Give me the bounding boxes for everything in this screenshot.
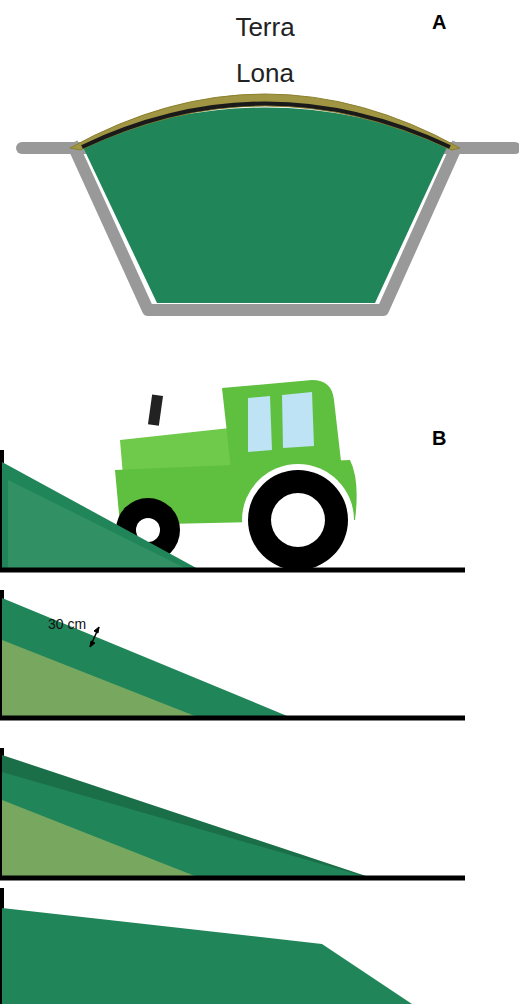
tarp [82, 104, 450, 148]
dimension-label: 30 cm [48, 617, 86, 631]
panel-letter: A [432, 12, 446, 32]
silage-mass [82, 108, 448, 304]
soil-layer [70, 94, 460, 150]
panel-letter: B [432, 428, 446, 448]
part-label: Lona [236, 60, 294, 86]
part-label: Terra [235, 14, 294, 40]
